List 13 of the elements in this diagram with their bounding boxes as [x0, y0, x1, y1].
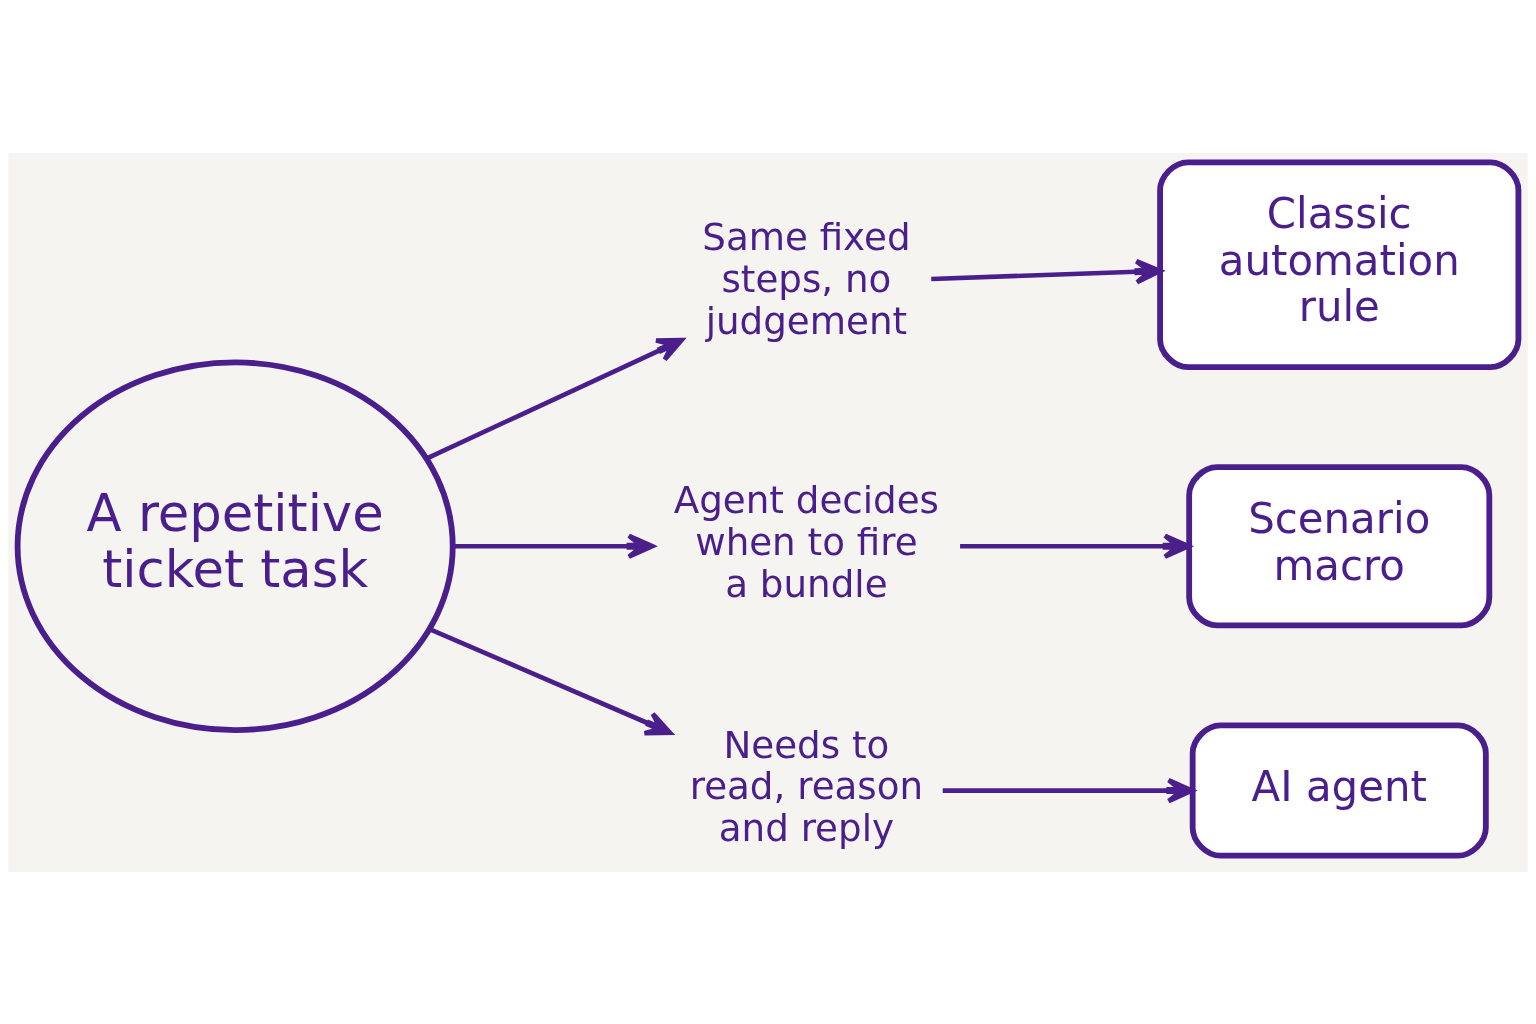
arrow [453, 532, 655, 559]
arrow [429, 626, 673, 735]
arrow [942, 777, 1195, 803]
node-text: Agent decides when to fire a bundle [673, 477, 940, 606]
node-box: Classic automation rule [1157, 158, 1522, 370]
node-text: Needs to read, reason and reply [689, 722, 924, 850]
arrow [931, 258, 1163, 285]
arrow [425, 337, 684, 460]
node-box: AI agent [1189, 722, 1489, 859]
node-text: Same fixed steps, no judgement [702, 214, 911, 343]
node-box: Scenario macro [1186, 463, 1493, 628]
arrow [960, 532, 1191, 559]
node-ellipse: A repetitive ticket task [14, 359, 456, 733]
